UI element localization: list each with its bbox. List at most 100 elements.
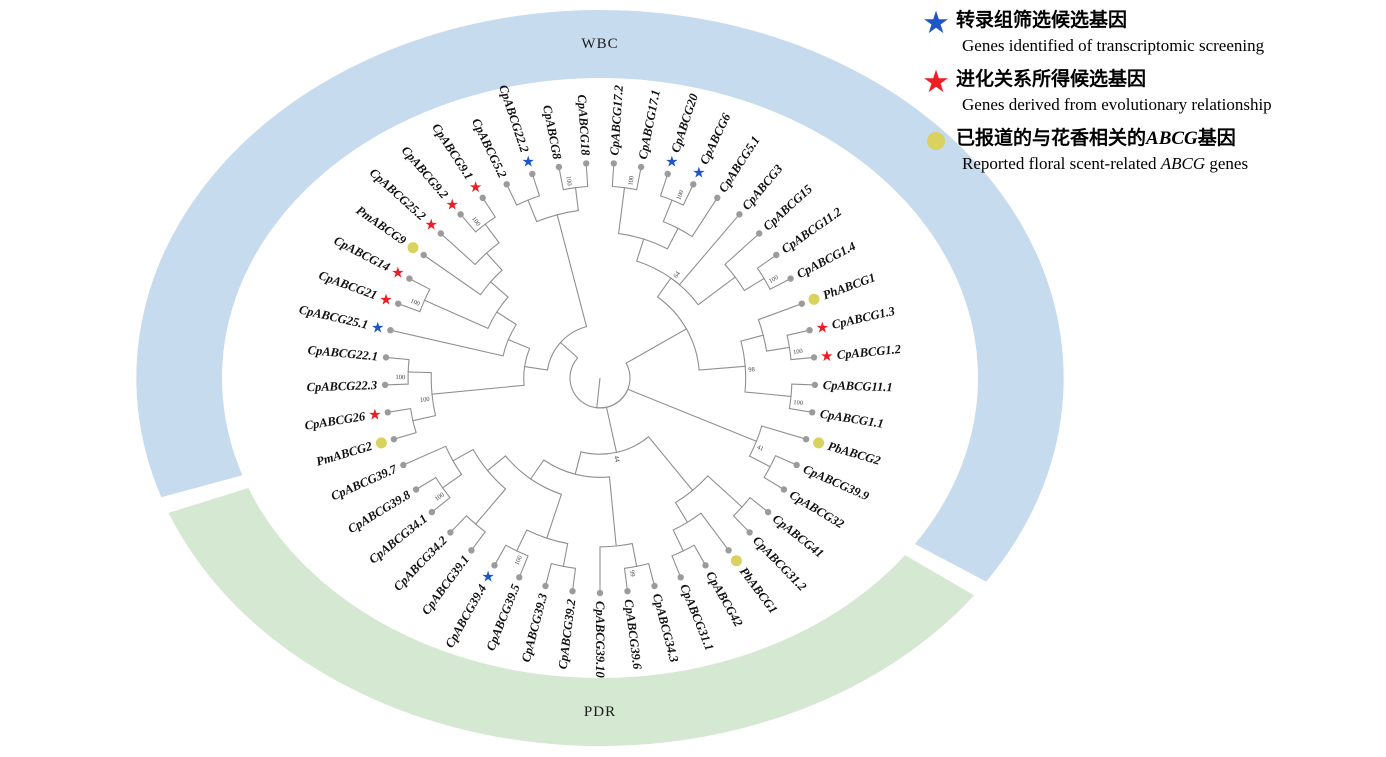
gene-label: CpABCG39.10 <box>593 601 607 679</box>
branch <box>415 476 444 491</box>
leaf-node-dot <box>793 461 800 469</box>
reported-gene-marker-yellow-circle <box>730 555 742 567</box>
leaf-node-dot <box>637 163 645 171</box>
leaf-node-dot <box>787 275 794 282</box>
leaf-node-dot <box>773 251 780 259</box>
branch <box>762 334 790 352</box>
root-branch <box>596 377 601 408</box>
bootstrap-value: 100 <box>768 274 780 285</box>
gene-label: CpABCG1.1 <box>819 407 885 431</box>
branch <box>407 371 433 395</box>
branch <box>740 334 764 367</box>
branch <box>611 162 626 189</box>
leaf-node-dot <box>503 181 510 188</box>
branch <box>790 383 816 397</box>
branch <box>431 366 526 395</box>
bootstrap-value: 100 <box>470 216 481 228</box>
reported-gene-marker-yellow-circle <box>808 293 820 305</box>
branch <box>786 329 811 348</box>
gene-label: CpABCG39.4 <box>442 582 489 650</box>
branch <box>596 406 618 453</box>
clade-label-wbc: WBC <box>581 36 618 52</box>
candidate-marker-blue-star: ★ <box>371 318 384 336</box>
branch <box>685 328 746 371</box>
branch <box>615 436 694 491</box>
gene-label: PhABCG1 <box>821 270 877 302</box>
bootstrap-value: 100 <box>409 297 421 307</box>
gene-label: CpABCG42 <box>703 569 745 629</box>
legend-item-transcriptomic: ★ 转录组筛选候选基因 Genes identified of transcri… <box>916 5 1384 58</box>
candidate-marker-blue-star: ★ <box>665 153 678 171</box>
branch <box>643 227 679 250</box>
leaf-node-dot <box>437 230 444 237</box>
candidate-marker-red-star: ★ <box>445 195 458 213</box>
legend-zh-reported: 已报道的与花香相关的ABCG基因 <box>956 128 1236 149</box>
branch <box>763 466 785 491</box>
reported-gene-marker-yellow-circle <box>407 242 419 254</box>
branch <box>507 339 531 368</box>
gene-label: CpABCG39.3 <box>519 592 550 664</box>
gene-label: CpABCG14 <box>332 233 393 274</box>
bootstrap-value: 100 <box>564 175 572 186</box>
branch <box>734 276 765 292</box>
branch <box>755 425 807 442</box>
branch <box>442 460 463 489</box>
candidate-marker-red-star: ★ <box>816 318 829 336</box>
gene-label: CpABCG17.1 <box>636 89 663 161</box>
gene-label: PbABCG1 <box>737 565 781 617</box>
legend-zh-evolutionary: 进化关系所得候选基因 <box>956 69 1147 90</box>
branch <box>485 252 503 283</box>
branch <box>732 506 751 533</box>
leaf-node-dot <box>390 436 398 443</box>
branch <box>636 562 656 587</box>
bootstrap-value: 98 <box>748 366 755 373</box>
gene-label: CpABCG39.2 <box>556 598 579 670</box>
branch <box>423 299 498 330</box>
legend-en-transcriptomic: Genes identified of transcriptomic scree… <box>962 36 1265 55</box>
bootstrap-value: 100 <box>434 491 446 502</box>
branch <box>412 393 437 422</box>
candidate-marker-red-star: ★ <box>424 216 437 234</box>
bootstrap-value: 44 <box>612 455 620 464</box>
leaf-node-dot <box>677 574 684 581</box>
leaf-node-dot <box>809 409 816 416</box>
leaf-node-dot <box>596 589 604 597</box>
bootstrap-value: 100 <box>793 348 804 356</box>
branch <box>615 542 638 567</box>
gene-label: CpABCG31.1 <box>677 582 716 653</box>
yellow-circle-icon <box>916 126 956 150</box>
blue-star-icon: ★ <box>922 5 950 40</box>
gene-label: CpABCG1.4 <box>794 239 857 281</box>
branch <box>387 407 414 422</box>
branch <box>544 562 564 587</box>
branch <box>686 512 730 551</box>
branch <box>389 329 509 357</box>
branch <box>744 365 792 397</box>
reported-gene-marker-yellow-circle <box>813 437 825 449</box>
branch <box>596 388 757 442</box>
candidate-marker-blue-star: ★ <box>692 164 705 182</box>
gene-label: CpABCG18 <box>575 94 593 157</box>
branch <box>393 420 417 440</box>
leaf-node-dot <box>491 562 498 569</box>
gene-label: PmABCG2 <box>315 439 374 469</box>
branch <box>757 303 803 336</box>
bootstrap-value: 99 <box>628 570 636 578</box>
leaf-node-dot <box>756 230 763 237</box>
bootstrap-value: 64 <box>672 270 682 280</box>
branch <box>671 550 684 578</box>
gene-label: CpABCG22.2 <box>496 83 532 154</box>
bootstrap-value: 100 <box>513 555 524 567</box>
legend: ★ 转录组筛选候选基因 Genes identified of transcri… <box>916 5 1384 185</box>
branch <box>662 199 679 229</box>
branch <box>617 187 645 240</box>
branch <box>484 223 500 254</box>
branch <box>527 199 558 223</box>
branch <box>524 341 562 371</box>
leaf-node-dot <box>384 409 391 416</box>
leaf-node-dot <box>780 486 788 493</box>
gene-label: CpABCG39.5 <box>483 582 522 653</box>
branch <box>677 197 718 238</box>
branch <box>562 565 577 592</box>
leaf-node-dot <box>457 211 464 218</box>
